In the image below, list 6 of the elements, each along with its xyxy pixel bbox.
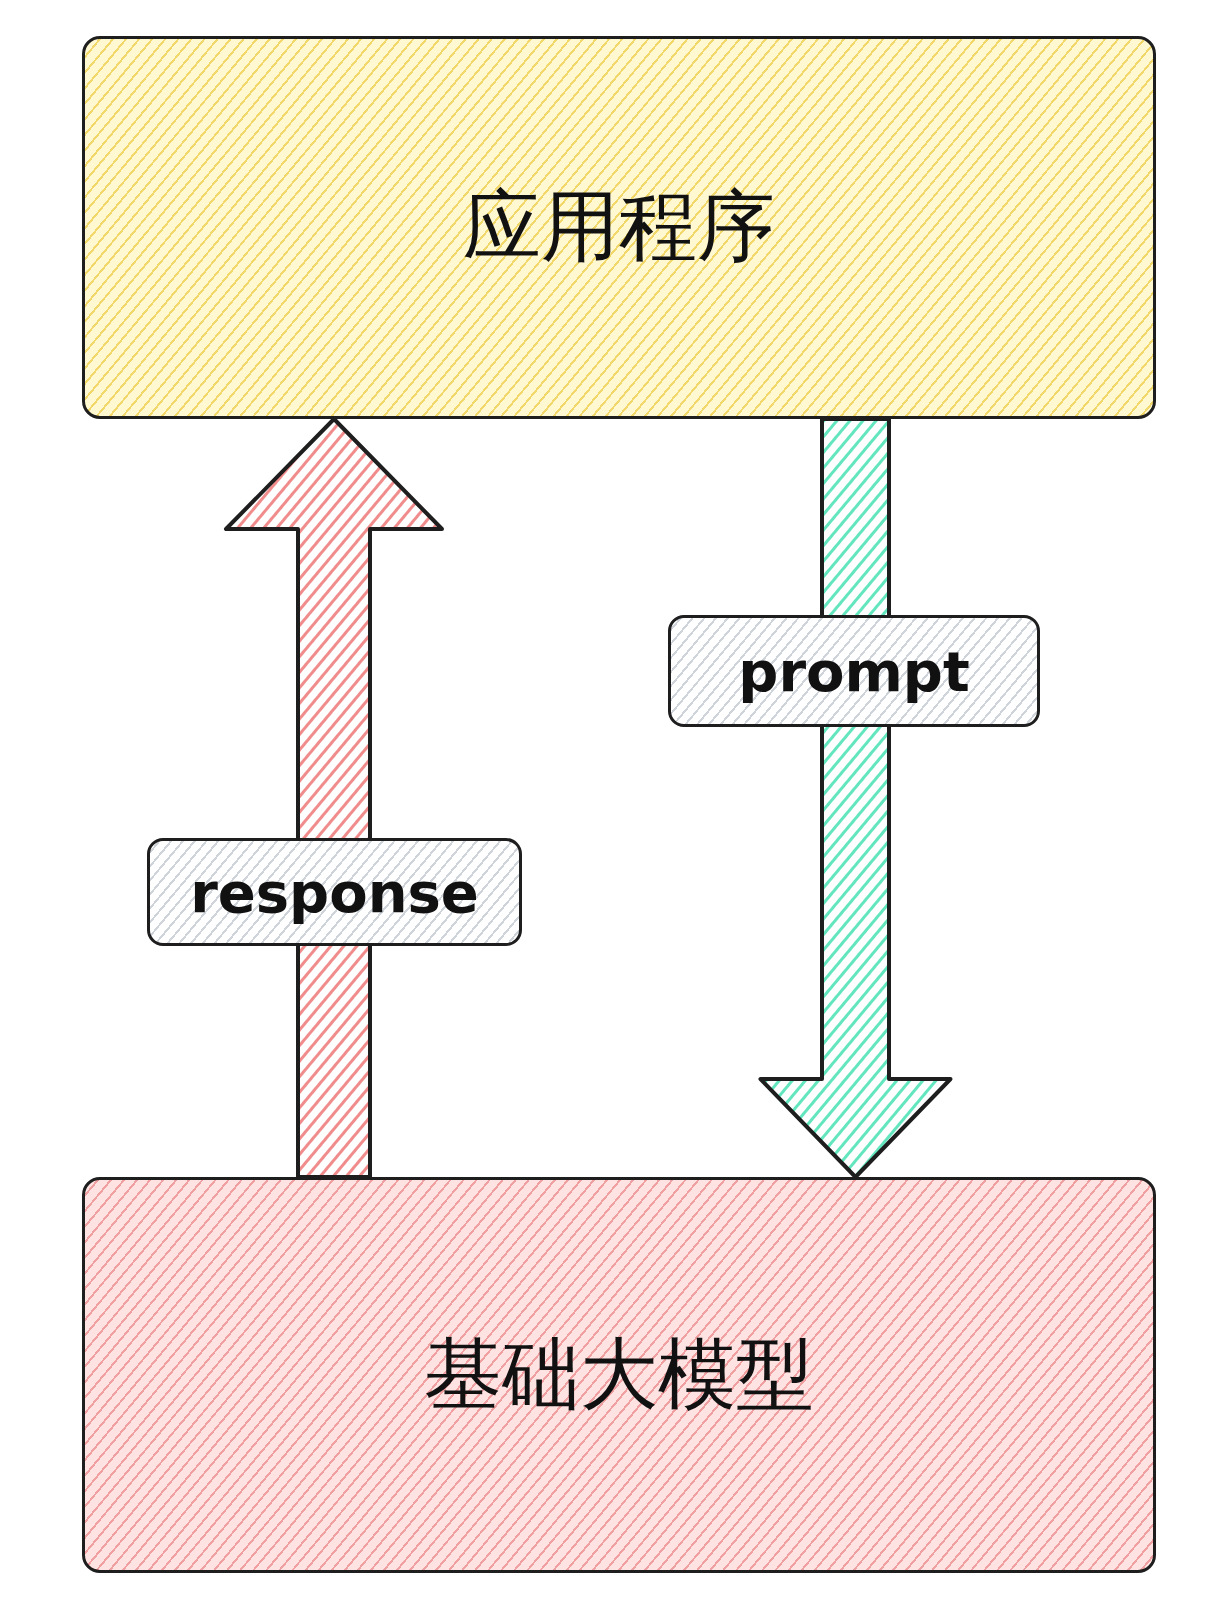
- edge-label: prompt: [668, 615, 1040, 727]
- box-title: 应用程序: [463, 180, 775, 273]
- box-title: 基础大模型: [424, 1327, 814, 1421]
- process-box: [82, 1177, 1156, 1573]
- process-box: [82, 36, 1156, 419]
- edge-label: response: [147, 838, 522, 946]
